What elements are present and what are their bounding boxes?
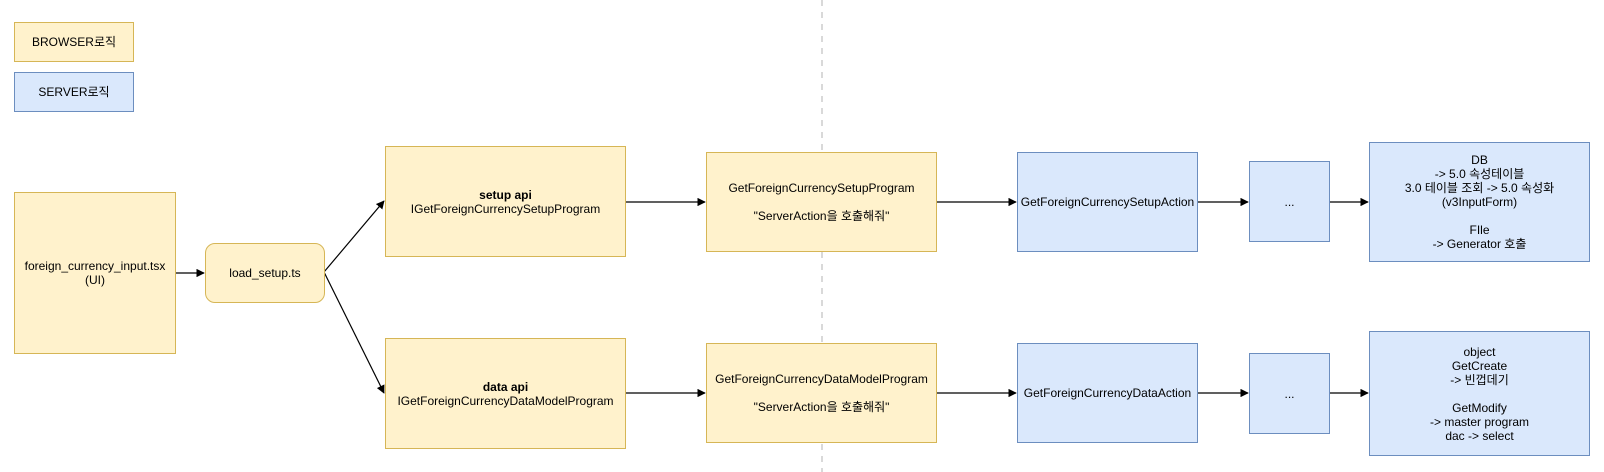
node-setup-program: GetForeignCurrencySetupProgram "ServerAc… [706, 152, 937, 252]
node-setup-action-label: GetForeignCurrencySetupAction [1020, 195, 1195, 209]
setup-result-line: -> Generator 호출 [1432, 237, 1527, 251]
legend-browser: BROWSER로직 [14, 22, 134, 62]
node-ui-tag: (UI) [85, 273, 105, 287]
node-data-program: GetForeignCurrencyDataModelProgram "Serv… [706, 343, 937, 443]
data-result-line: -> 빈껍데기 [1450, 372, 1509, 387]
node-load-setup-label: load_setup.ts [229, 266, 301, 280]
node-data-ellipsis-label: ... [1284, 386, 1295, 401]
node-setup-ellipsis-label: ... [1284, 194, 1295, 209]
data-result-line: GetCreate [1451, 358, 1508, 373]
node-data-ellipsis: ... [1249, 353, 1330, 434]
edge-load-setup-to-setup-api [323, 200, 385, 273]
node-data-program-note: "ServerAction을 호출해줘" [753, 400, 890, 414]
setup-result-line: FIle [1469, 223, 1490, 237]
legend-browser-label: BROWSER로직 [31, 35, 117, 49]
node-setup-api-subtitle: IGetForeignCurrencySetupProgram [410, 201, 601, 216]
node-ui-file: foreign_currency_input.tsx [24, 259, 166, 273]
node-setup-ellipsis: ... [1249, 161, 1330, 242]
setup-result-line: -> 5.0 속성테이블 [1434, 167, 1525, 181]
node-setup-api-title: setup api [479, 187, 532, 202]
legend-server-label: SERVER로직 [38, 85, 110, 99]
legend-server: SERVER로직 [14, 72, 134, 112]
node-data-result: object GetCreate -> 빈껍데기 GetModify -> ma… [1369, 331, 1590, 456]
node-data-action-label: GetForeignCurrencyDataAction [1023, 386, 1192, 400]
node-setup-action: GetForeignCurrencySetupAction [1017, 152, 1198, 252]
node-ui: foreign_currency_input.tsx (UI) [14, 192, 176, 354]
data-result-line: dac -> select [1445, 428, 1514, 443]
node-data-api: data api IGetForeignCurrencyDataModelPro… [385, 338, 626, 449]
data-result-line: object [1463, 344, 1496, 359]
node-data-api-title: data api [482, 379, 529, 394]
data-result-line: -> master program [1429, 414, 1530, 429]
node-data-api-subtitle: IGetForeignCurrencyDataModelProgram [397, 393, 614, 408]
node-setup-program-name: GetForeignCurrencySetupProgram [728, 181, 915, 195]
node-data-action: GetForeignCurrencyDataAction [1017, 343, 1198, 443]
node-data-program-name: GetForeignCurrencyDataModelProgram [715, 372, 928, 386]
node-setup-program-note: "ServerAction을 호출해줘" [753, 209, 890, 223]
setup-result-line: 3.0 테이블 조회 -> 5.0 속성화 [1404, 181, 1555, 195]
node-load-setup: load_setup.ts [205, 243, 325, 303]
edge-load-setup-to-data-api [323, 271, 385, 394]
setup-result-line: DB [1471, 153, 1488, 167]
data-result-line: GetModify [1452, 400, 1507, 415]
node-setup-result: DB -> 5.0 속성테이블 3.0 테이블 조회 -> 5.0 속성화 (v… [1369, 142, 1590, 262]
setup-result-line: (v3InputForm) [1441, 195, 1518, 209]
node-setup-api: setup api IGetForeignCurrencySetupProgra… [385, 146, 626, 257]
